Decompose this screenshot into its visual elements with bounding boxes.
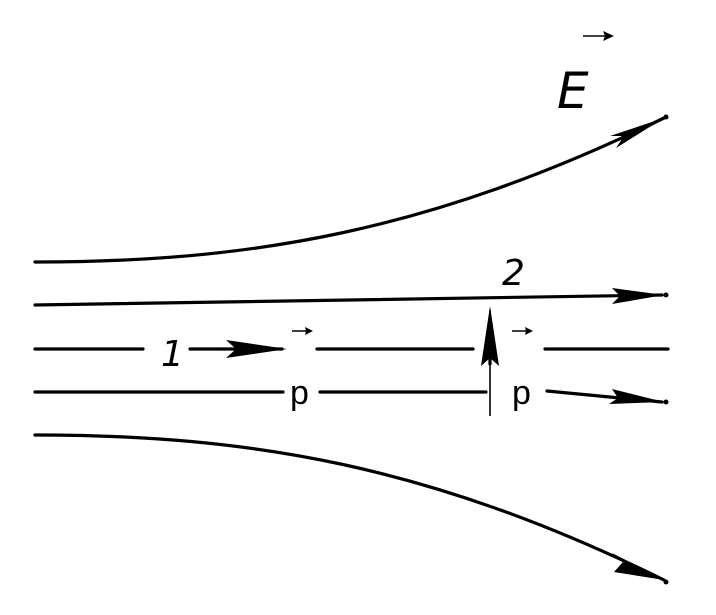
field-line-upper-straight — [33, 293, 664, 307]
field-line-bottom — [33, 433, 666, 582]
field-line-top-arrowhead — [610, 118, 664, 148]
field-line-upper-straight-end — [663, 292, 669, 298]
dipole-1-label: p — [290, 327, 313, 412]
dipole-1-vector-mark-head — [305, 327, 313, 335]
dipole-label-p-1: p — [290, 374, 309, 412]
field-line-top — [33, 116, 666, 264]
dipole-2-arrowhead — [481, 306, 499, 366]
dipole-2-vector-mark-head — [525, 327, 533, 335]
field-line-lower-end — [663, 399, 669, 405]
field-line-lower-arrowhead — [609, 389, 664, 404]
field-line-bottom-arrowhead — [612, 553, 664, 580]
position-label-2: 2 — [502, 253, 525, 294]
dipole-1-arrowhead — [226, 340, 287, 358]
position-label-1: 1 — [161, 334, 184, 375]
dipole-label-p-2: p — [512, 374, 531, 412]
field-line-upper-straight-arrowhead — [612, 288, 664, 304]
field-label-E: E — [557, 62, 589, 120]
field-line-top-end — [663, 114, 669, 120]
field-vector-arrow-mark-head — [603, 31, 614, 41]
field-vector-label: E — [557, 31, 614, 120]
dipole-2-label: p — [512, 327, 533, 412]
field-line-bottom-end — [663, 579, 669, 585]
